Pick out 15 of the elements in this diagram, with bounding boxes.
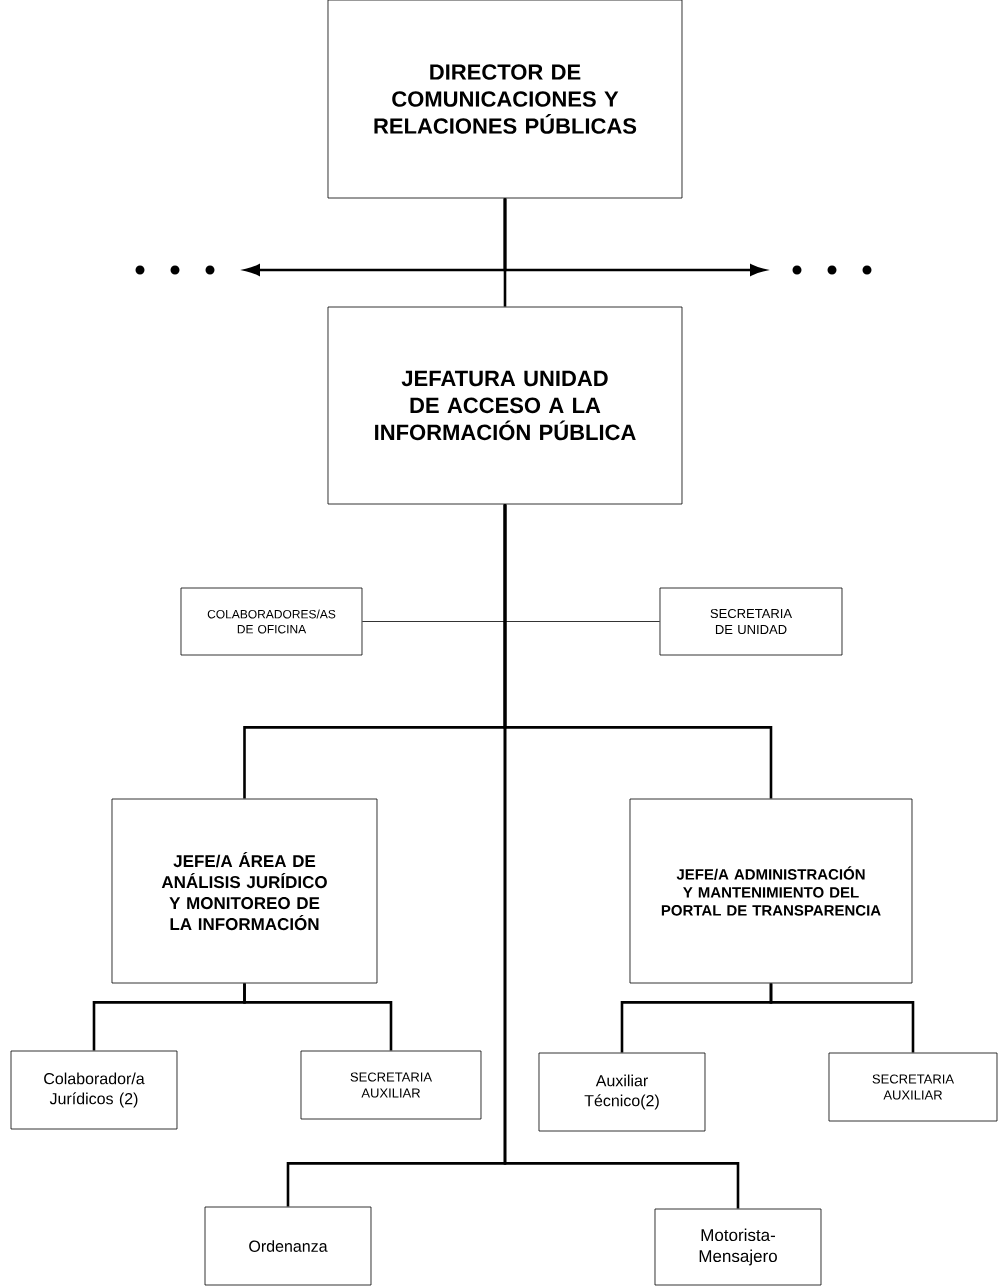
org-box: Ordenanza: [204, 1206, 372, 1286]
connector: [503, 504, 740, 1209]
org-box: SECRETARIA AUXILIAR: [300, 1050, 482, 1120]
org-box: Colaborador/a Jurídicos (2): [10, 1050, 178, 1130]
org-box: DIRECTOR DE COMUNICACIONES Y RELACIONES PÚBLICAS: [327, 0, 683, 199]
org-box: SECRETARIA DE UNIDAD: [659, 587, 843, 656]
connector: [243, 983, 393, 1051]
connector: [769, 983, 915, 1053]
org-box: Motorista- Mensajero: [654, 1208, 822, 1286]
org-box: JEFATURA UNIDAD DE ACCESO A LA INFORMACIÓN PÚBLICA: [327, 306, 683, 505]
org-box: Auxiliar Técnico(2): [538, 1052, 706, 1132]
org-box: COLABORADORES/AS DE OFICINA: [180, 587, 363, 656]
org-box: SECRETARIA AUXILIAR: [828, 1052, 998, 1122]
org-box: JEFE/A ADMINISTRACIÓN Y MANTENIMIENTO DEL PORTAL DE TRANSPARENCIA: [629, 798, 913, 984]
org-box: JEFE/A ÁREA DE ANÁLISIS JURÍDICO Y MONITOREO DE LA INFORMACIÓN: [111, 798, 378, 984]
